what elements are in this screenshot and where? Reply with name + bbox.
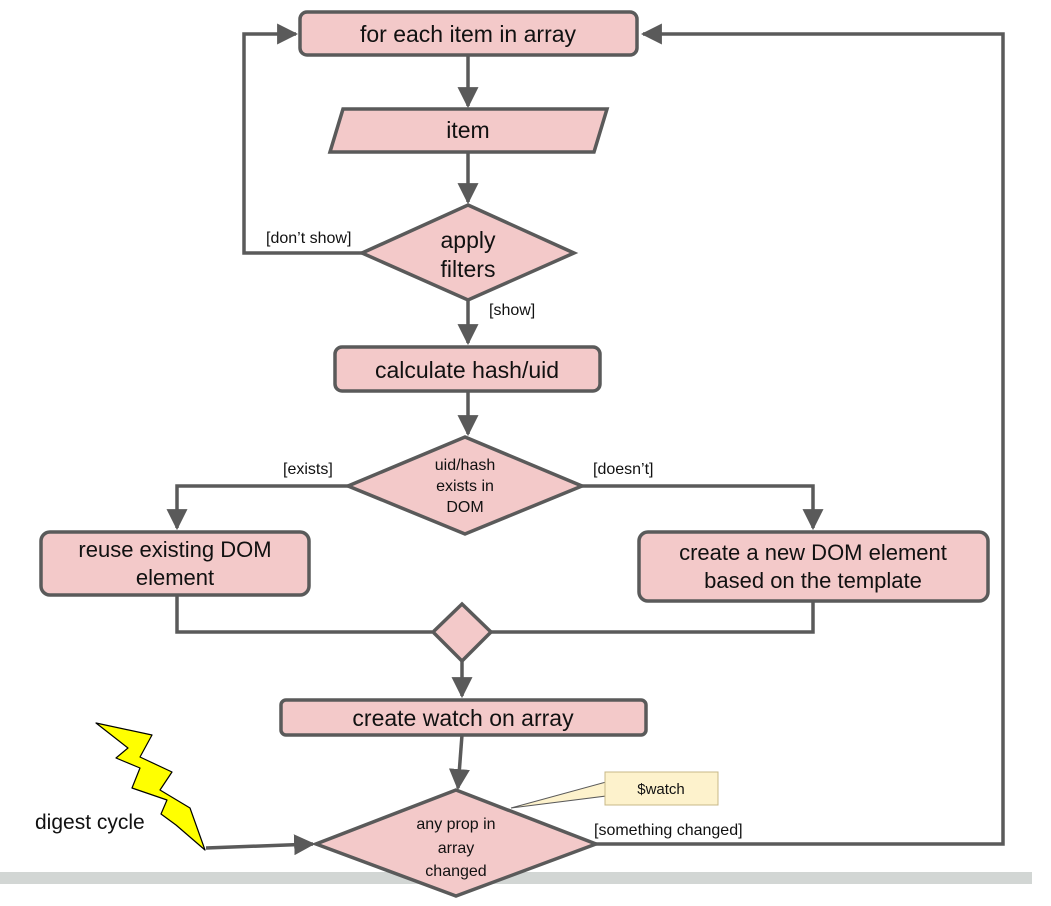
edge-something-changed-back (596, 23, 1005, 846)
edge-doesnt (582, 484, 824, 531)
calculate-hash-label: calculate hash/uid (375, 357, 559, 383)
edges (166, 23, 1005, 856)
label-digest-cycle: digest cycle (35, 811, 145, 834)
watch-note-pointer (510, 781, 607, 809)
apply-filters-label-line2: filters (441, 256, 496, 282)
apply-filters-node: apply filters (357, 203, 579, 302)
any-prop-label-line2: array (438, 840, 474, 857)
merge-node (430, 601, 494, 664)
item-label: item (446, 117, 489, 143)
footer-bar (0, 872, 1032, 884)
label-something-changed: [something changed] (594, 822, 743, 839)
create-dom-label-line2: based on the template (704, 568, 922, 593)
uid-exists-label-line3: DOM (446, 499, 483, 516)
uid-exists-label-line1: uid/hash (435, 457, 496, 474)
edge-digest-to-changed (205, 834, 316, 856)
create-dom-label-line1: create a new DOM element (679, 540, 947, 565)
watch-note: $watch (510, 771, 719, 809)
reuse-dom-node: reuse existing DOM element (39, 530, 311, 597)
item-node: item (327, 107, 610, 154)
label-doesnt: [doesn’t] (593, 461, 653, 478)
lightning-icon (95, 722, 206, 851)
any-prop-label-line3: changed (425, 863, 486, 880)
label-dont-show: [don’t show] (266, 230, 351, 247)
uid-exists-label-line2: exists in (436, 478, 494, 495)
loop-start-node: for each item in array (298, 10, 639, 57)
label-exists: [exists] (283, 461, 333, 478)
uid-exists-node: uid/hash exists in DOM (343, 435, 587, 536)
create-dom-node: create a new DOM element based on the te… (637, 530, 990, 603)
calculate-hash-node: calculate hash/uid (333, 345, 602, 393)
watch-note-label: $watch (637, 781, 685, 798)
edge-exists (166, 484, 348, 531)
any-prop-changed-node: any prop in array changed (311, 788, 601, 898)
create-watch-node: create watch on array (279, 698, 648, 737)
edge-watch-to-changed (448, 734, 470, 791)
edge-dont-show-back (242, 23, 362, 255)
edge-reuse-to-merge (175, 596, 432, 634)
reuse-dom-label-line1: reuse existing DOM (78, 537, 271, 562)
reuse-dom-label-line2: element (136, 565, 214, 590)
any-prop-label-line1: any prop in (416, 816, 495, 833)
loop-start-label: for each item in array (360, 21, 577, 47)
edge-create-to-merge (490, 602, 815, 634)
create-watch-label: create watch on array (352, 705, 574, 731)
label-show: [show] (489, 302, 535, 319)
apply-filters-label-line1: apply (441, 227, 496, 253)
